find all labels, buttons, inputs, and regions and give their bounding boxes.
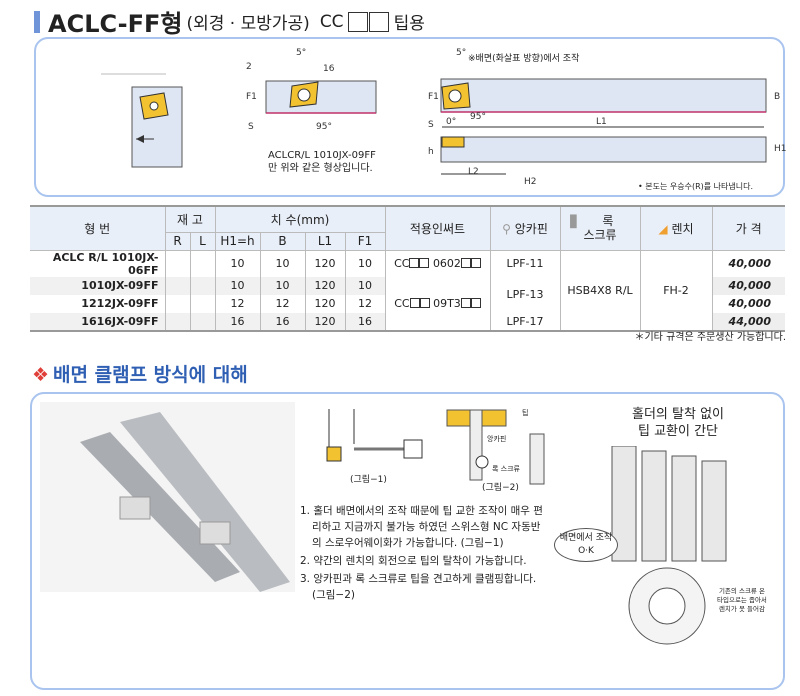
figure-1-caption: (그림−1) xyxy=(350,475,387,485)
col-r: R xyxy=(164,232,190,251)
col-model: 형 번 xyxy=(30,206,165,251)
insert-09t3: CC 09T3 xyxy=(384,276,490,331)
table-footnote: ＊기타 규격은 주문생산 가능합니다. xyxy=(634,332,786,343)
page-title: ACLC-FF형 (외경 · 모방가공) CC 팁용 xyxy=(34,4,425,39)
fig2-pin-label: 앙카핀 xyxy=(487,435,507,443)
wrench-icon: ◢ xyxy=(658,221,668,236)
svg-text:5°: 5° xyxy=(296,48,306,58)
same-shape-line1: ACLCR/L 1010JX-09FF xyxy=(268,150,376,161)
svg-text:95°: 95° xyxy=(470,112,486,122)
operation-note: ※배면(화살표 방향)에서 조작 xyxy=(468,54,580,64)
col-l1: L1 xyxy=(304,232,345,251)
svg-text:B: B xyxy=(774,92,780,102)
title-cc: CC xyxy=(319,11,344,32)
col-f1: F1 xyxy=(344,232,385,251)
turret-illustration xyxy=(611,446,727,645)
svg-text:L2: L2 xyxy=(468,167,479,177)
holder-drawing: F1 S 2 5° 16 95° F1 S h 0° 95° 5° L1 L2 … xyxy=(101,48,787,187)
title-sub: (외경 · 모방가공) xyxy=(186,14,310,34)
col-pin: ⚲ 앙카핀 xyxy=(489,206,560,251)
figure-2-caption: (그림−2) xyxy=(482,483,519,493)
svg-text:95°: 95° xyxy=(316,122,332,132)
list-item: 1. 홀더 배면에서의 조작 때문에 팁 교한 조작이 매우 편리하고 지금까지… xyxy=(300,505,543,549)
right-hand-note: • 본도는 우승수(R)를 나타냅니다. xyxy=(637,182,753,191)
small-holder-sketch xyxy=(101,73,183,168)
side-view-small xyxy=(265,80,377,114)
lock-screw-icon: ▮ xyxy=(568,210,579,232)
section-heading: ❖배면 클램프 방식에 대해 xyxy=(32,364,248,386)
svg-text:16: 16 xyxy=(323,64,335,74)
col-dims: 치 수(mm) xyxy=(214,206,385,233)
same-shape-note: ACLCR/L 1010JX-09FF 만 위와 같은 형상입니다. xyxy=(268,149,376,175)
holder-photo xyxy=(40,402,295,592)
svg-text:S: S xyxy=(428,120,434,130)
col-l: L xyxy=(189,232,215,251)
figure-sketches xyxy=(326,409,545,485)
col-wrench: ◢ 렌치 xyxy=(639,206,712,251)
insert-0602: CC 0602 xyxy=(384,250,490,277)
fig2-tip-label: 팁 xyxy=(522,409,529,417)
svg-text:F1: F1 xyxy=(428,92,439,102)
feature-list: 1. 홀더 배면에서의 조작 때문에 팁 교한 조작이 매우 편리하고 지금까지… xyxy=(300,503,550,605)
svg-text:L1: L1 xyxy=(596,117,607,127)
anchor-pin-icon: ⚲ xyxy=(502,221,511,236)
svg-text:S: S xyxy=(248,122,254,132)
title-blank-boxes xyxy=(347,8,390,36)
svg-text:h: h xyxy=(428,147,434,157)
title-tail: 팁용 xyxy=(393,14,425,34)
main-holder-view xyxy=(440,78,767,175)
wrench-value: FH-2 xyxy=(639,250,712,331)
list-item: 3. 앙카핀과 록 스크류로 팁을 견고하게 클램핑합니다. (그림−2) xyxy=(300,573,537,601)
col-stock: 재 고 xyxy=(164,206,215,233)
diamond-bullet-icon: ❖ xyxy=(32,364,50,386)
svg-text:H1: H1 xyxy=(774,144,787,154)
dimension-diagram-panel: F1 S 2 5° 16 95° F1 S h 0° 95° 5° L1 L2 … xyxy=(34,37,787,197)
list-item: 2. 약간의 렌치의 회전으로 팁의 탈착이 가능합니다. xyxy=(300,555,527,567)
svg-text:5°: 5° xyxy=(456,48,466,58)
svg-text:H2: H2 xyxy=(524,177,537,187)
col-b: B xyxy=(259,232,305,251)
lock-screw-value: HSB4X8 R/L xyxy=(559,250,640,331)
col-price: 가 격 xyxy=(711,206,785,251)
svg-text:F1: F1 xyxy=(246,92,257,102)
title-bar-decoration xyxy=(34,10,40,33)
svg-text:2: 2 xyxy=(246,62,252,72)
fig2-screw-label: 록 스크류 xyxy=(492,465,520,473)
title-main: ACLC-FF형 xyxy=(48,10,183,38)
svg-text:0°: 0° xyxy=(446,117,456,127)
same-shape-line2: 만 위와 같은 형상입니다. xyxy=(268,163,373,174)
col-insert: 적용인써트 xyxy=(384,206,490,251)
col-h1: H1=h xyxy=(214,232,260,251)
